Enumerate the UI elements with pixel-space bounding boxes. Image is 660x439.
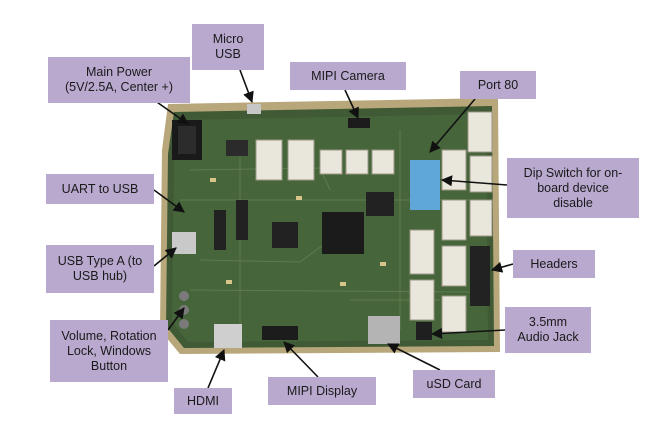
chip-4 <box>226 140 248 156</box>
mipi-camera-connector <box>348 118 370 128</box>
callout-hdmi: HDMI <box>174 388 232 414</box>
audio-jack <box>416 322 432 340</box>
callout-usb-type-a: USB Type A (to USB hub) <box>46 245 154 293</box>
power-jack <box>172 120 202 160</box>
usd-card-slot <box>368 316 400 344</box>
callout-audio-jack: 3.5mm Audio Jack <box>505 307 591 353</box>
callout-mipi-display: MIPI Display <box>268 377 376 405</box>
callout-usd-card: uSD Card <box>413 370 495 398</box>
chip-2 <box>366 192 394 216</box>
pin-headers <box>214 200 490 306</box>
callout-main-power: Main Power (5V/2.5A, Center +) <box>48 57 190 103</box>
callout-volume-buttons: Volume, Rotation Lock, Windows Button <box>50 320 168 382</box>
dip-switch <box>410 160 440 210</box>
callout-mipi-camera: MIPI Camera <box>290 62 406 90</box>
callout-port-80: Port 80 <box>460 71 536 99</box>
callout-arrows <box>153 69 514 389</box>
usb-type-a-port <box>172 232 196 254</box>
side-buttons <box>179 291 189 329</box>
callout-uart-to-usb: UART to USB <box>46 174 154 204</box>
hdmi-port <box>214 324 242 348</box>
main-soc-chip <box>322 212 364 254</box>
mipi-display-connector <box>262 326 298 340</box>
chip-3 <box>272 222 298 248</box>
top-white-connectors <box>255 111 493 181</box>
small-components <box>210 178 386 286</box>
callout-micro-usb: Micro USB <box>192 24 264 70</box>
right-header-connectors <box>409 149 493 333</box>
micro-usb-port <box>247 104 261 114</box>
callout-headers: Headers <box>513 250 595 278</box>
callout-dip-switch: Dip Switch for on- board device disable <box>507 158 639 218</box>
